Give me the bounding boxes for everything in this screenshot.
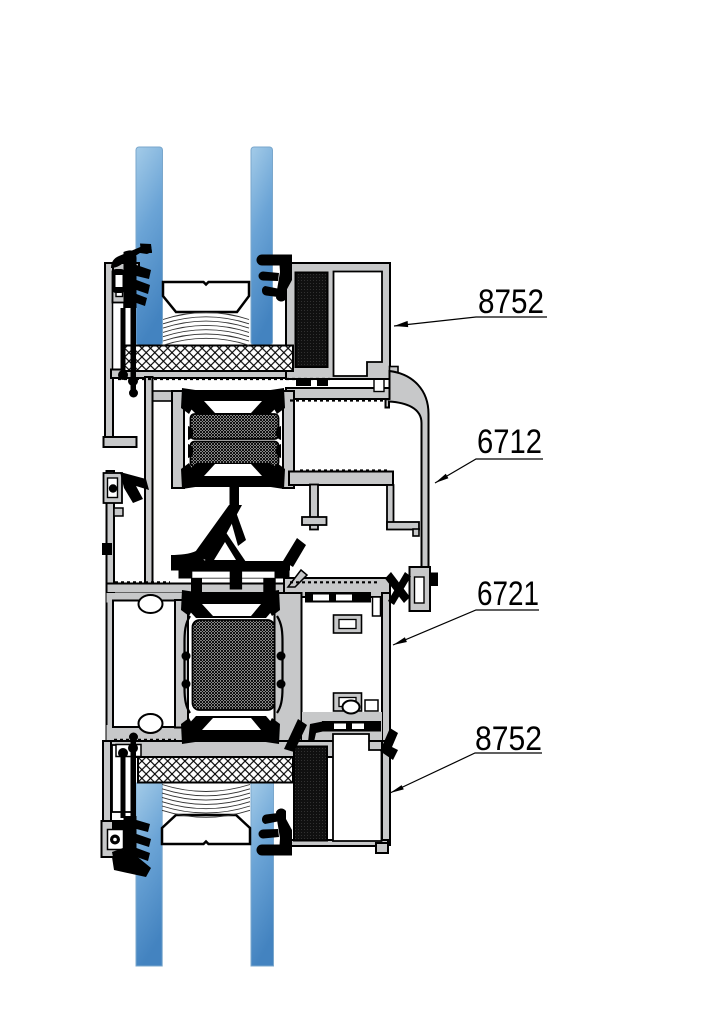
svg-text:6712: 6712 <box>477 423 542 461</box>
svg-text:8752: 8752 <box>478 283 544 321</box>
svg-text:6721: 6721 <box>477 575 539 613</box>
svg-text:8752: 8752 <box>475 720 542 758</box>
